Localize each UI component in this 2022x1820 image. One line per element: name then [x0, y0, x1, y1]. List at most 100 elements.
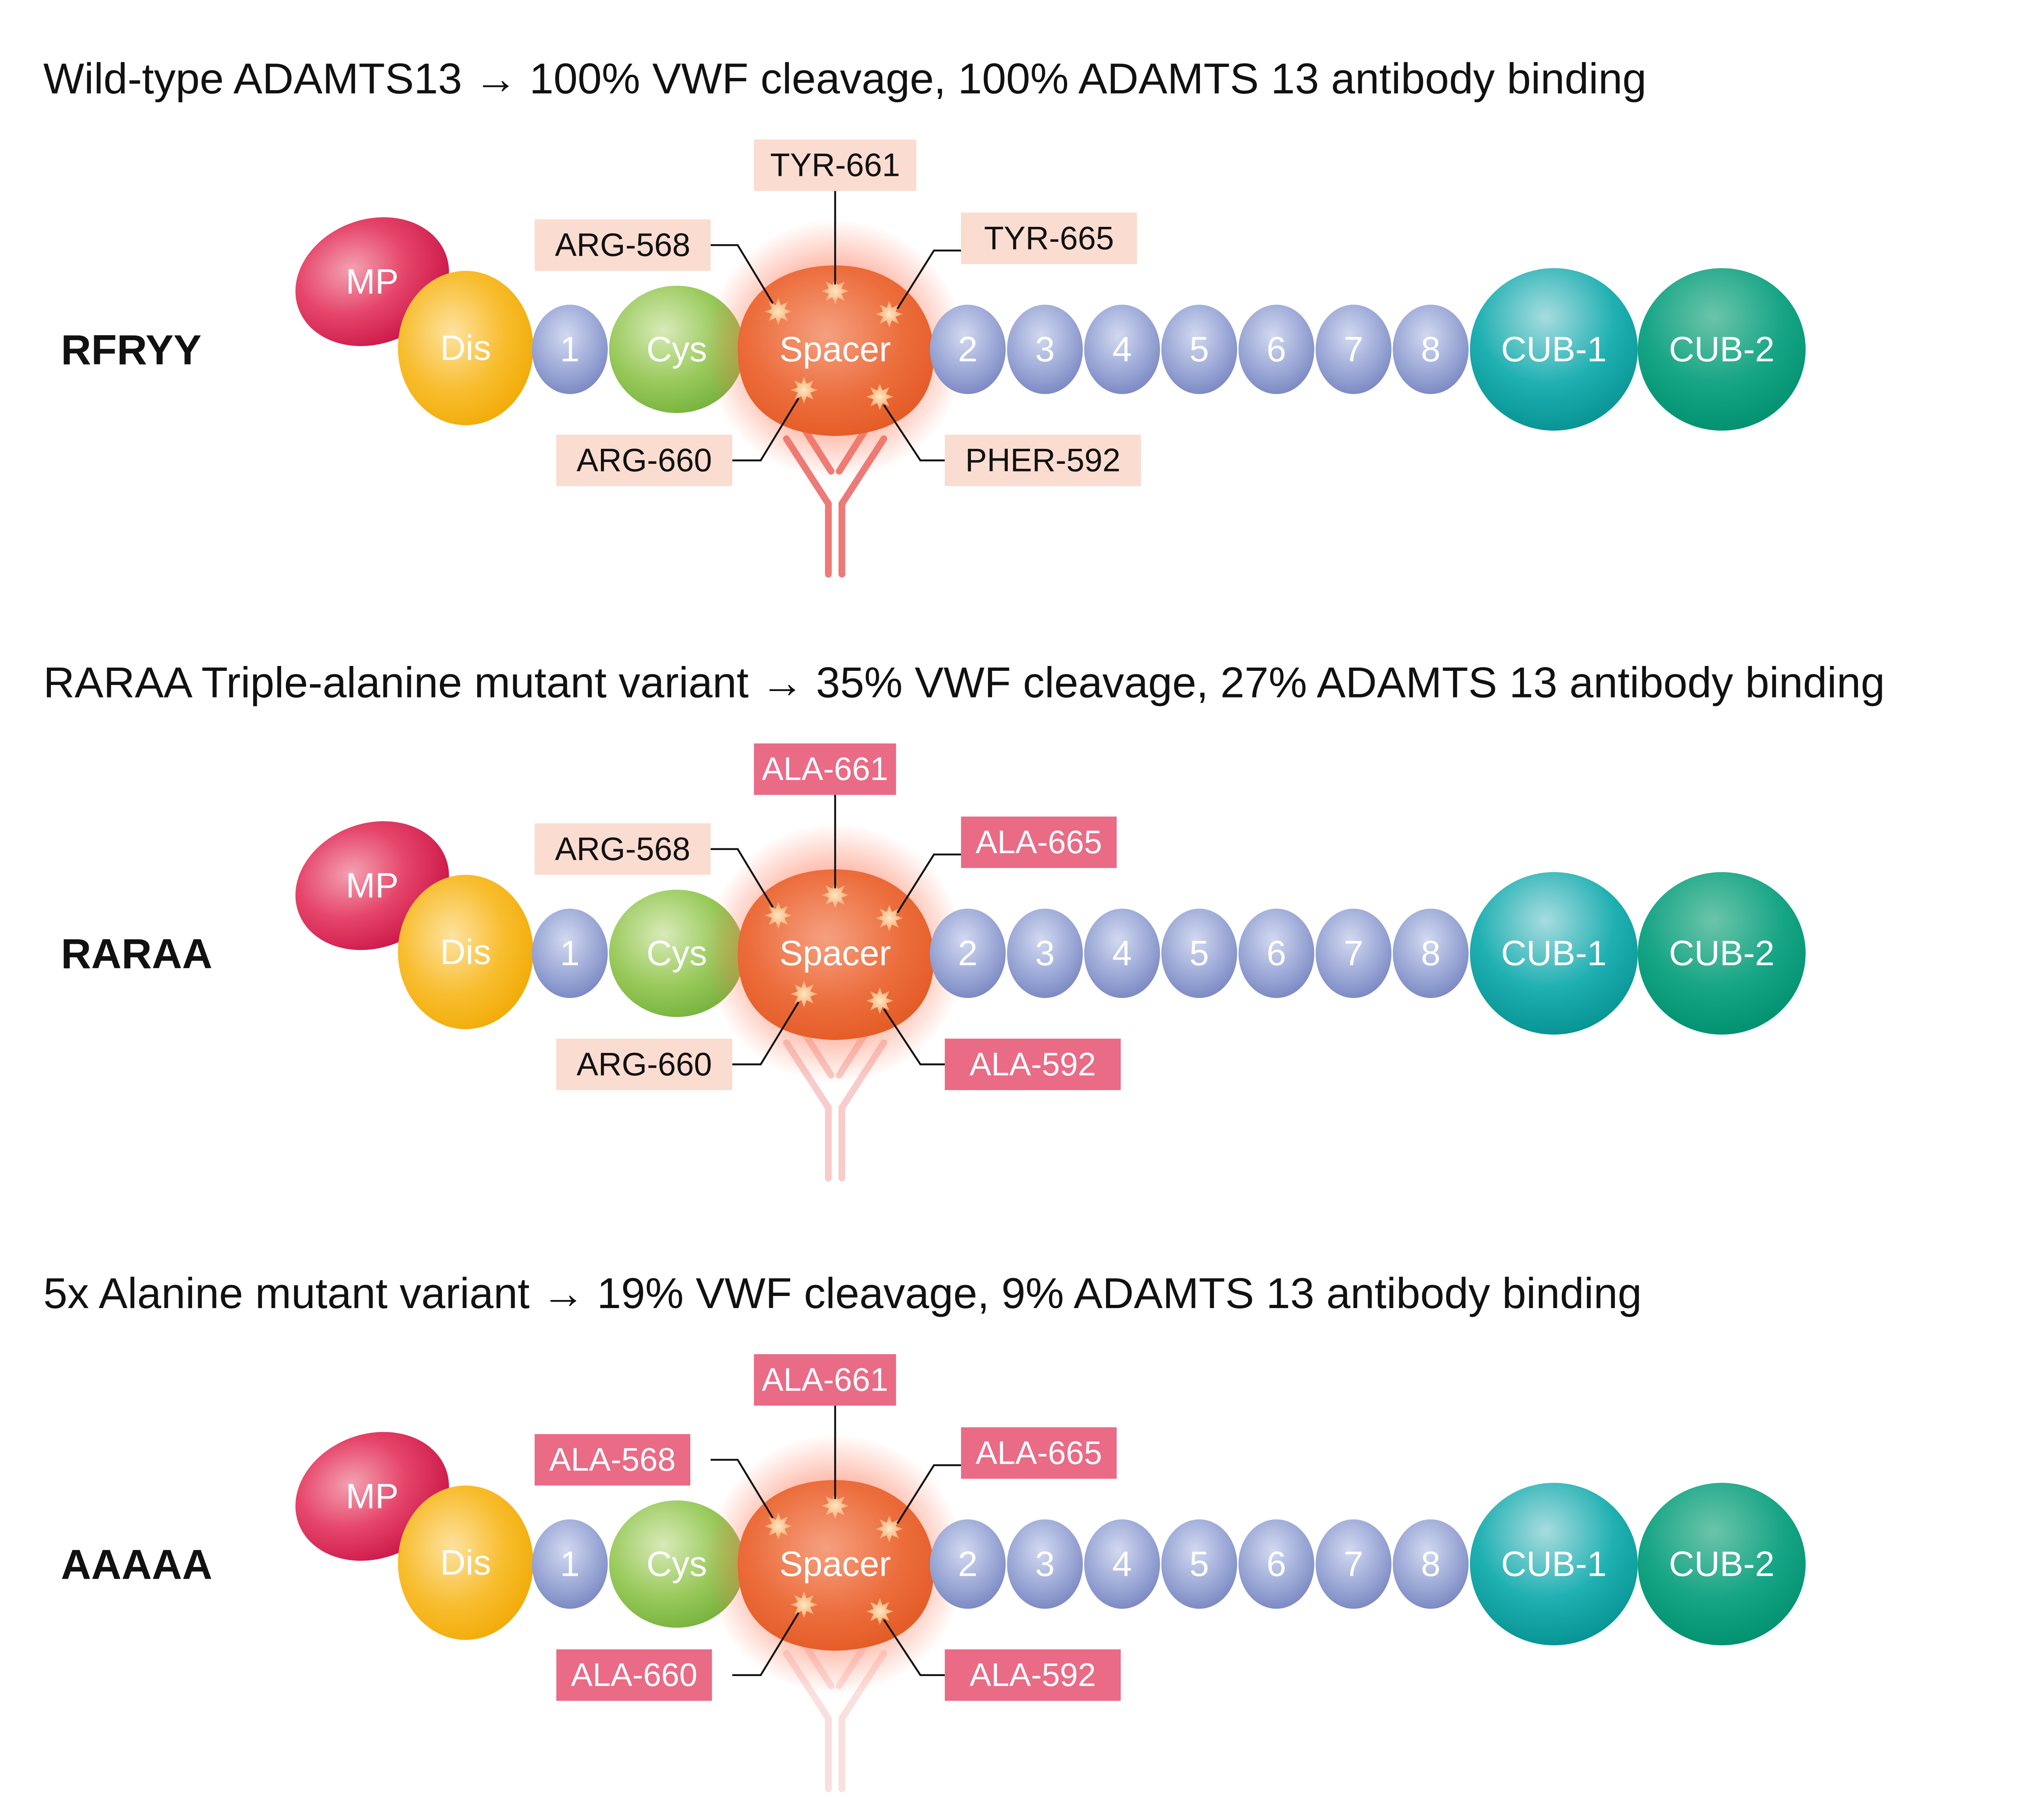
domain-tsp-7-label: 7 — [1344, 1545, 1363, 1584]
domain-cub2-label: CUB-2 — [1669, 1545, 1775, 1584]
domain-tsp1: 1 — [532, 1519, 608, 1609]
residue-tag-label: ALA-660 — [571, 1657, 698, 1693]
domain-tsp-5: 5 — [1161, 1519, 1237, 1609]
residue-site-665-icon — [876, 300, 903, 328]
domain-tsp-4: 4 — [1084, 909, 1160, 998]
domain-tsp-8: 8 — [1393, 909, 1469, 998]
residue-tag-661: ALA-661 — [754, 743, 896, 795]
domain-tsp-3-label: 3 — [1035, 934, 1055, 973]
domain-spacer: Spacer — [705, 823, 965, 1084]
panel-wild-type: Wild-type ADAMTS13 → 100% VWF cleavage, … — [43, 54, 1806, 578]
variant-label: RARAA — [61, 930, 213, 977]
panel-aaaaa: 5x Alanine mutant variant → 19% VWF clea… — [43, 1269, 1806, 1793]
residue-site-592-icon — [866, 383, 894, 410]
leader-line — [883, 404, 945, 461]
leader-line — [883, 1619, 945, 1676]
domain-tsp-7: 7 — [1316, 1519, 1392, 1609]
residue-tag-label: ALA-665 — [976, 824, 1102, 860]
domain-tsp-8-label: 8 — [1421, 934, 1440, 973]
domain-tsp-6-label: 6 — [1267, 330, 1286, 369]
domain-dis: Dis — [398, 271, 533, 425]
domain-cys-label: Cys — [647, 1545, 707, 1584]
domain-tsp-8-label: 8 — [1421, 1545, 1440, 1584]
domain-tsp-5: 5 — [1161, 909, 1237, 998]
residue-tag-660: ARG-660 — [556, 435, 732, 486]
domain-tsp-2-label: 2 — [958, 934, 977, 973]
residue-tag-661: ALA-661 — [754, 1354, 896, 1406]
residue-tag-label: ALA-592 — [970, 1657, 1096, 1693]
leader-line — [732, 1002, 799, 1065]
domain-spacer-label: Spacer — [779, 1545, 891, 1584]
residue-tag-label: TYR-665 — [984, 220, 1114, 256]
residue-site-661-icon — [821, 1492, 849, 1520]
residue-site-568-icon — [765, 902, 792, 929]
residue-tag-665: ALA-665 — [961, 1427, 1117, 1479]
residue-tag-660: ARG-660 — [556, 1038, 732, 1090]
domain-dis: Dis — [398, 1485, 533, 1640]
panel-title: 5x Alanine mutant variant → 19% VWF clea… — [43, 1269, 1642, 1317]
domain-tsp-8: 8 — [1393, 1519, 1469, 1609]
domain-cub1: CUB-1 — [1470, 1483, 1638, 1645]
domain-spacer-label: Spacer — [779, 330, 891, 369]
domain-cub1-label: CUB-1 — [1501, 1545, 1607, 1584]
domain-tsp-8-label: 8 — [1421, 330, 1440, 369]
domain-cub1: CUB-1 — [1470, 268, 1638, 431]
domain-tsp-7: 7 — [1316, 304, 1392, 394]
residue-tag-label: ARG-660 — [577, 442, 712, 479]
residue-tag-665: TYR-665 — [961, 212, 1137, 264]
residue-tag-592: PHER-592 — [945, 435, 1141, 486]
domain-mp-label: MP — [346, 262, 399, 301]
domain-tsp-5-label: 5 — [1189, 1545, 1209, 1584]
panel-raraa: RARAA Triple-alanine mutant variant → 35… — [43, 658, 1885, 1182]
leader-line — [897, 1464, 961, 1524]
domain-tsp-5-label: 5 — [1189, 330, 1209, 369]
domain-tsp-7: 7 — [1316, 909, 1392, 998]
residue-tag-label: ARG-568 — [555, 831, 690, 867]
leader-line — [897, 249, 961, 309]
residue-site-660-icon — [790, 376, 818, 404]
domain-cys-label: Cys — [647, 330, 707, 369]
domain-tsp-6-label: 6 — [1267, 1545, 1286, 1584]
domain-dis-label: Dis — [440, 328, 491, 368]
domain-tsp-2-label: 2 — [958, 1545, 977, 1584]
domain-tsp-8: 8 — [1393, 304, 1469, 394]
domain-dis-label: Dis — [440, 932, 491, 972]
leader-line — [711, 1459, 774, 1519]
residue-tag-568: ALA-568 — [535, 1434, 690, 1486]
domain-tsp-6: 6 — [1238, 1519, 1314, 1609]
domain-spacer: Spacer — [705, 219, 965, 480]
domain-dis: Dis — [398, 875, 533, 1029]
domain-tsp-7-label: 7 — [1344, 330, 1363, 369]
domain-dis-label: Dis — [440, 1543, 491, 1582]
domain-tsp-6: 6 — [1238, 304, 1314, 394]
residue-tag-label: ARG-660 — [577, 1046, 712, 1082]
domain-tsp-4: 4 — [1084, 1519, 1160, 1609]
domain-tsp-2: 2 — [930, 909, 1006, 998]
residue-tag-label: ALA-665 — [976, 1435, 1102, 1471]
domain-tsp1: 1 — [532, 909, 608, 998]
residue-site-665-icon — [876, 1515, 903, 1543]
domain-spacer-label: Spacer — [779, 934, 891, 973]
residue-tag-568: ARG-568 — [535, 219, 711, 271]
residue-site-665-icon — [876, 905, 903, 932]
domain-tsp1-label: 1 — [560, 330, 580, 369]
domain-tsp-3: 3 — [1007, 909, 1083, 998]
residue-tag-592: ALA-592 — [945, 1649, 1121, 1701]
domain-tsp1: 1 — [532, 304, 608, 394]
residue-site-568-icon — [765, 298, 792, 325]
domain-tsp-2-label: 2 — [958, 330, 977, 369]
domain-tsp-3: 3 — [1007, 304, 1083, 394]
residue-tag-label: ALA-661 — [762, 1362, 888, 1398]
domain-cub2: CUB-2 — [1637, 1483, 1806, 1645]
panel-title: Wild-type ADAMTS13 → 100% VWF cleavage, … — [43, 54, 1646, 103]
residue-site-568-icon — [765, 1512, 792, 1540]
domain-cub1-label: CUB-1 — [1501, 934, 1607, 973]
leader-line — [711, 848, 774, 908]
residue-tag-label: TYR-661 — [770, 147, 900, 184]
domain-cub2: CUB-2 — [1637, 872, 1806, 1035]
panel-title: RARAA Triple-alanine mutant variant → 35… — [43, 658, 1885, 707]
domain-tsp-3: 3 — [1007, 1519, 1083, 1609]
domain-tsp-2: 2 — [930, 304, 1006, 394]
domain-spacer: Spacer — [705, 1434, 965, 1694]
